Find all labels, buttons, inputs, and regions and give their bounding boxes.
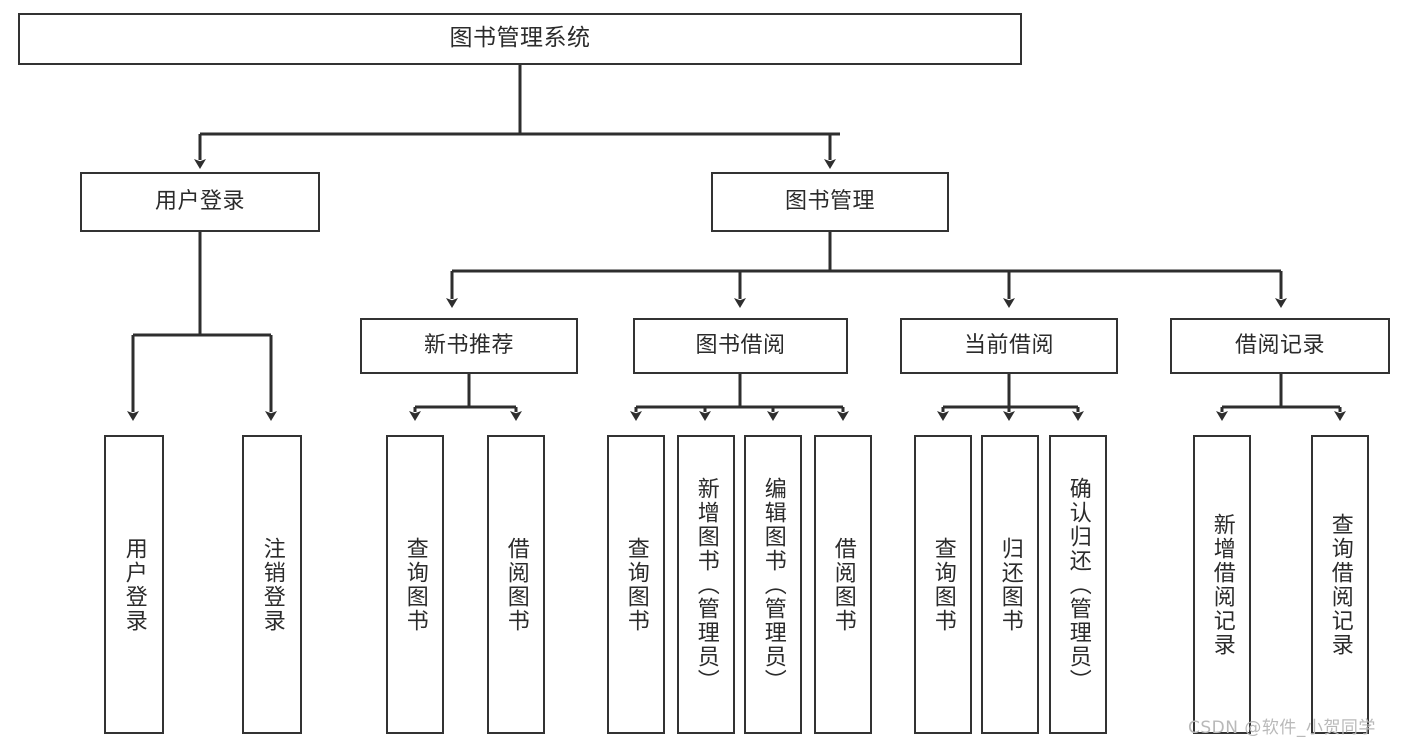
- node-leaf-borrow-book-1[interactable]: 借阅图书: [487, 435, 545, 734]
- node-leaf-borrow-book-2[interactable]: 借阅图书: [814, 435, 872, 734]
- node-leaf-query-book-3-label: 查询图书: [930, 536, 956, 633]
- node-leaf-confirm-return-label: 确认归还（管理员）: [1065, 476, 1091, 693]
- node-borrow-record-label: 借阅记录: [1234, 333, 1325, 359]
- node-book-borrow[interactable]: 图书借阅: [633, 318, 848, 374]
- node-root-label: 图书管理系统: [449, 25, 591, 52]
- node-leaf-add-book-label: 新增图书（管理员）: [693, 476, 719, 693]
- node-leaf-query-record[interactable]: 查询借阅记录: [1311, 435, 1369, 734]
- node-leaf-add-record[interactable]: 新增借阅记录: [1193, 435, 1251, 734]
- csdn-watermark: CSDN @软件_小贺同学: [1188, 718, 1376, 738]
- node-leaf-add-book[interactable]: 新增图书（管理员）: [677, 435, 735, 734]
- node-leaf-query-book-2-label: 查询图书: [623, 536, 649, 633]
- node-leaf-logout[interactable]: 注销登录: [242, 435, 302, 734]
- node-new-book-recommend-label: 新书推荐: [423, 333, 514, 359]
- node-leaf-add-record-label: 新增借阅记录: [1209, 512, 1235, 657]
- node-new-book-recommend[interactable]: 新书推荐: [360, 318, 578, 374]
- node-book-borrow-label: 图书借阅: [695, 333, 786, 359]
- node-leaf-borrow-book-1-label: 借阅图书: [503, 536, 529, 633]
- node-book-management-label: 图书管理: [784, 189, 875, 215]
- node-leaf-edit-book-label: 编辑图书（管理员）: [760, 476, 786, 693]
- node-current-borrow-label: 当前借阅: [963, 333, 1054, 359]
- node-leaf-query-book-3[interactable]: 查询图书: [914, 435, 972, 734]
- node-leaf-user-login-label: 用户登录: [121, 536, 147, 633]
- node-leaf-query-book-1-label: 查询图书: [402, 536, 428, 633]
- node-leaf-user-login[interactable]: 用户登录: [104, 435, 164, 734]
- node-leaf-return-book-label: 归还图书: [997, 536, 1023, 633]
- node-leaf-borrow-book-2-label: 借阅图书: [830, 536, 856, 633]
- node-current-borrow[interactable]: 当前借阅: [900, 318, 1118, 374]
- node-leaf-query-record-label: 查询借阅记录: [1327, 512, 1353, 657]
- node-borrow-record[interactable]: 借阅记录: [1170, 318, 1390, 374]
- node-leaf-edit-book[interactable]: 编辑图书（管理员）: [744, 435, 802, 734]
- node-leaf-return-book[interactable]: 归还图书: [981, 435, 1039, 734]
- node-user-login-label: 用户登录: [154, 189, 245, 215]
- node-leaf-query-book-1[interactable]: 查询图书: [386, 435, 444, 734]
- node-root[interactable]: 图书管理系统: [18, 13, 1022, 65]
- node-user-login[interactable]: 用户登录: [80, 172, 320, 232]
- node-leaf-query-book-2[interactable]: 查询图书: [607, 435, 665, 734]
- node-leaf-logout-label: 注销登录: [259, 536, 285, 633]
- node-leaf-confirm-return[interactable]: 确认归还（管理员）: [1049, 435, 1107, 734]
- node-book-management[interactable]: 图书管理: [711, 172, 949, 232]
